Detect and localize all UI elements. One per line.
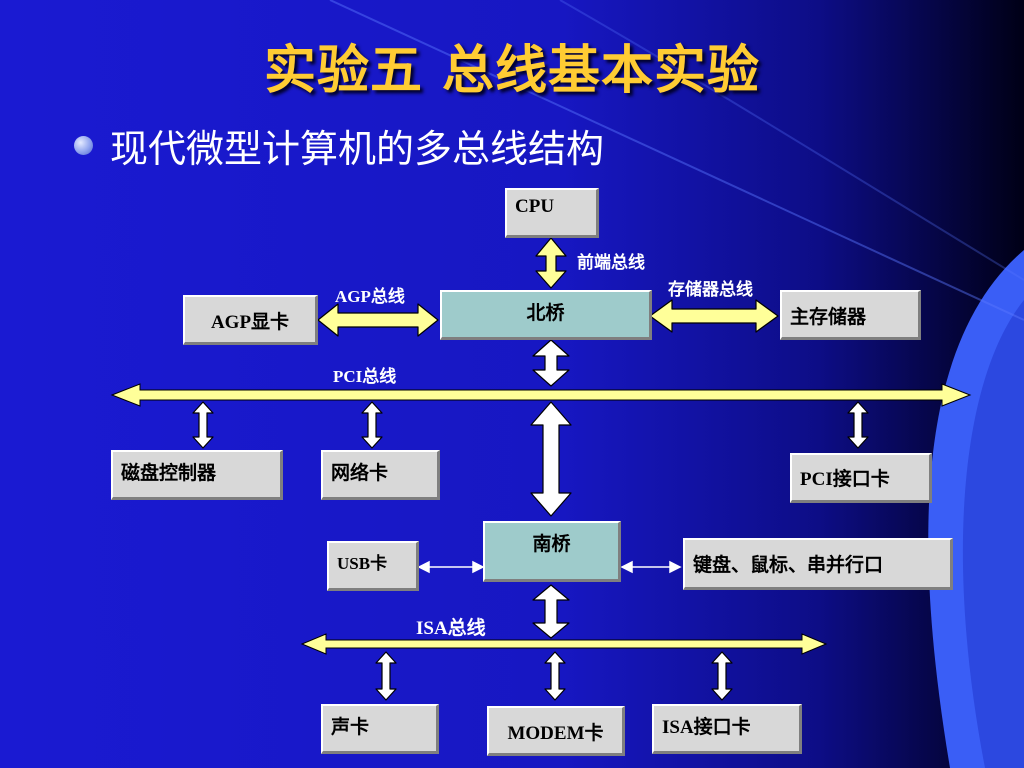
front-side-bus-arrow (535, 237, 567, 289)
isa-modem-arrow (544, 651, 566, 701)
bullet-text: 现代微型计算机的多总线结构 (110, 127, 605, 171)
pci-network-arrow (361, 401, 383, 449)
memory-bus-label: 存储器总线 (668, 280, 753, 299)
modem-card-box: MODEM卡 (487, 706, 625, 756)
pci-interface-arrow (847, 401, 869, 449)
agp-bus-arrow (317, 303, 439, 337)
slide-title: 实验五 总线基本实验 (263, 41, 761, 101)
pci-bus-arrow (110, 383, 972, 407)
south-to-isa-arrow (532, 584, 570, 639)
disk-controller-box: 磁盘控制器 (111, 450, 283, 500)
memory-bus-arrow (649, 299, 779, 333)
front-side-bus-label: 前端总线 (577, 253, 645, 272)
agp-card-box: AGP显卡 (183, 295, 318, 345)
isa-bus-arrow (300, 633, 828, 655)
sound-card-box: 声卡 (321, 704, 439, 754)
keyboard-mouse-ports-box: 键盘、鼠标、串并行口 (683, 538, 953, 590)
south-bridge-box: 南桥 (483, 521, 621, 582)
network-card-box: 网络卡 (321, 450, 440, 500)
north-to-pci-arrow (532, 339, 570, 387)
pci-bus-label: PCI总线 (333, 367, 397, 386)
pci-south-bridge-arrow (530, 401, 572, 517)
main-memory-box: 主存储器 (780, 290, 921, 340)
agp-bus-label: AGP总线 (335, 287, 405, 306)
isa-sound-arrow (375, 651, 397, 701)
pci-disk-arrow (192, 401, 214, 449)
bullet-dot-icon (74, 136, 93, 155)
bullet-item: 现代微型计算机的多总线结构 (74, 118, 604, 173)
pci-interface-card-box: PCI接口卡 (790, 453, 932, 503)
north-bridge-box: 北桥 (440, 290, 652, 340)
cpu-box: CPU (505, 188, 599, 238)
isa-interface-arrow (711, 651, 733, 701)
isa-interface-card-box: ISA接口卡 (652, 704, 802, 754)
usb-card-box: USB卡 (327, 541, 419, 591)
isa-bus-label: ISA总线 (416, 618, 486, 639)
